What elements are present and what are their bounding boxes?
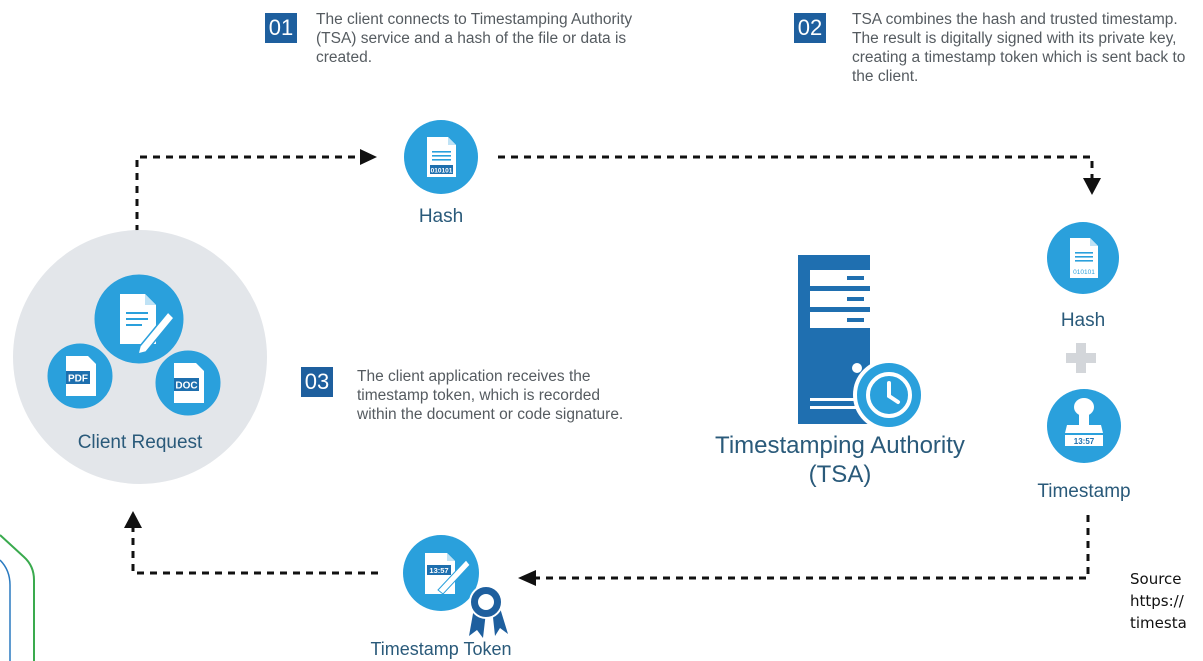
client-request-label: Client Request xyxy=(77,432,203,453)
timestamp-label: Timestamp xyxy=(1037,481,1131,502)
tsa-server-icon xyxy=(798,255,870,424)
svg-text:13:57: 13:57 xyxy=(1074,437,1095,446)
hash-icon-top: 010101 xyxy=(404,120,478,194)
hash-top-label: Hash xyxy=(418,206,464,227)
timestamp-token-icon: 13:57 xyxy=(403,535,479,611)
step-03-badge: 03 xyxy=(301,367,333,397)
partial-blue-outline xyxy=(0,559,11,661)
pdf-file-icon: PDF xyxy=(44,340,116,412)
step-03-text: The client application receives the time… xyxy=(357,368,624,423)
arrowheads xyxy=(124,149,1101,586)
step-01-badge: 01 xyxy=(265,13,297,43)
svg-text:PDF: PDF xyxy=(68,374,88,385)
source-note-line3: timesta xyxy=(1130,614,1187,632)
connector-token-to-client xyxy=(131,528,378,575)
svg-text:DOC: DOC xyxy=(175,381,197,392)
tsa-label-line1: Timestamping Authority xyxy=(715,432,965,459)
hash-right-label: Hash xyxy=(1060,310,1106,331)
partial-green-outline xyxy=(0,534,35,661)
source-note-line2: https:// xyxy=(1130,592,1184,610)
clock-icon xyxy=(853,359,925,431)
flow-connectors xyxy=(131,155,1094,580)
tsa-label-line2: (TSA) xyxy=(808,461,872,488)
step-02-text: TSA combines the hash and trusted timest… xyxy=(852,11,1186,85)
svg-text:010101: 010101 xyxy=(431,168,453,175)
step-02-badge: 02 xyxy=(794,13,826,43)
step-01-text: The client connects to Timestamping Auth… xyxy=(316,11,633,66)
arrow-down-icon xyxy=(1083,178,1101,195)
plus-icon xyxy=(1066,343,1096,373)
arrow-right-icon xyxy=(360,149,377,165)
ribbon-badge-icon xyxy=(469,585,508,638)
timestamp-token-label: Timestamp Token xyxy=(370,639,512,659)
svg-text:010101: 010101 xyxy=(1073,269,1095,276)
doc-file-icon: DOC xyxy=(152,347,224,419)
edit-document-icon xyxy=(91,271,187,367)
connector-timestamp-to-token xyxy=(536,515,1090,580)
stamp-icon: 13:57 xyxy=(1047,389,1121,463)
connector-client-to-hash xyxy=(135,155,360,232)
hash-icon-right: 010101 xyxy=(1047,222,1119,294)
connector-hash-to-tsa xyxy=(498,155,1094,178)
arrow-up-icon xyxy=(124,511,142,528)
svg-text:13:57: 13:57 xyxy=(429,566,448,575)
source-note-line1: Source xyxy=(1130,570,1182,588)
arrow-left-icon xyxy=(518,570,536,586)
